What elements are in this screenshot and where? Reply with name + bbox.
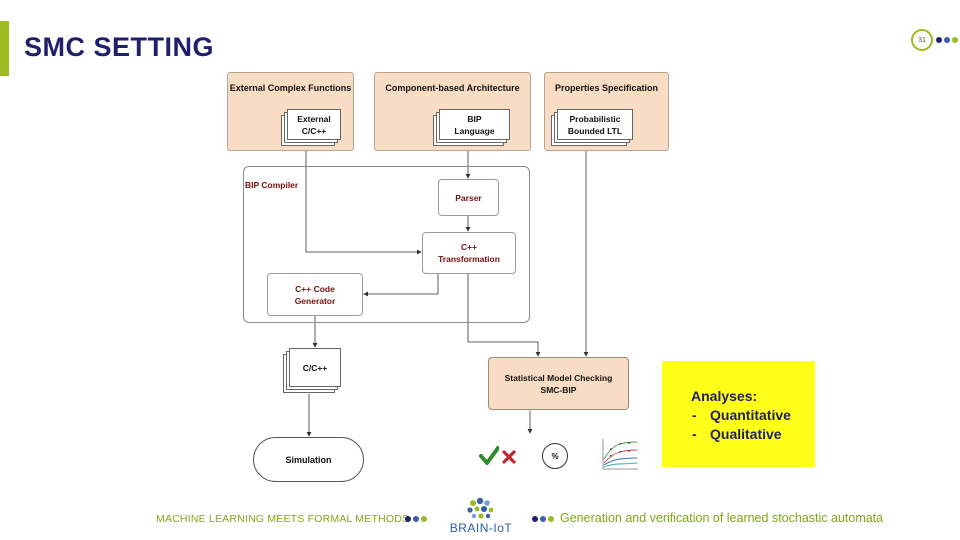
output-doc-label: C/C++	[302, 363, 328, 373]
external-doc-line1: External	[297, 114, 331, 124]
bip-compiler-container	[243, 166, 530, 323]
bip-doc-line2: Language	[454, 126, 495, 136]
properties-specification-box: Properties Specification Probabilistic B…	[544, 72, 669, 151]
simulation-terminal: Simulation	[253, 437, 364, 482]
cpp-transformation-box: C++ Transformation	[422, 232, 516, 274]
parser-label: Parser	[455, 192, 482, 203]
mini-plot-icon	[602, 439, 638, 470]
smc-bip-box: Statistical Model Checking SMC-BIP	[488, 357, 629, 410]
decor-dot	[936, 37, 942, 43]
analyses-box: Analyses: -Quantitative -Qualitative	[662, 361, 815, 467]
output-cpp-doc: C/C++	[289, 348, 341, 387]
smc-line2: SMC-BIP	[540, 384, 577, 395]
ltl-doc-line1: Probabilistic	[569, 114, 621, 124]
transformation-line1: C++	[460, 242, 478, 252]
analyses-title: Analyses:	[691, 388, 758, 404]
simulation-label: Simulation	[285, 454, 332, 465]
analyses-item-quantitative: -Quantitative	[692, 407, 791, 423]
component-architecture-header: Component-based Architecture	[385, 83, 520, 93]
brain-iot-logo-graphic	[467, 497, 494, 519]
bip-compiler-label: BIP Compiler	[245, 180, 299, 190]
external-doc-line2: C/C++	[301, 126, 327, 136]
decor-dot	[421, 516, 427, 522]
bip-doc-line1: BIP	[467, 114, 482, 124]
decor-dot	[413, 516, 419, 522]
percentage-icon: %	[542, 443, 568, 469]
external-functions-box: External Complex Functions External C/C+…	[227, 72, 354, 151]
list-dash: -	[692, 426, 697, 442]
brain-iot-logo-text: BRAIN-IoT	[449, 521, 513, 535]
analyses-item-qualitative: -Qualitative	[692, 426, 782, 442]
page-number-badge: 31	[911, 29, 933, 51]
check-icon	[479, 446, 499, 465]
decor-dot	[405, 516, 411, 522]
footer-left-text: MACHINE LEARNING MEETS FORMAL METHODS	[156, 513, 410, 525]
codegen-line2: Generator	[294, 295, 336, 306]
decor-dot	[532, 516, 538, 522]
cpp-code-generator-box: C++ Code Generator	[267, 273, 363, 316]
brain-iot-logo: BRAIN-IoT	[440, 497, 522, 537]
percentage-label: %	[551, 451, 559, 461]
smc-line1: Statistical Model Checking	[504, 372, 613, 383]
decor-dot	[548, 516, 554, 522]
probabilistic-ltl-doc: Probabilistic Bounded LTL	[557, 109, 633, 140]
footer-right-text: Generation and verification of learned s…	[560, 511, 884, 525]
decor-dot	[952, 37, 958, 43]
external-cpp-doc: External C/C++	[287, 109, 341, 140]
list-dash: -	[692, 407, 697, 423]
cross-icon	[502, 450, 516, 464]
decor-dot	[540, 516, 546, 522]
transformation-line2: Transformation	[438, 254, 500, 264]
external-functions-header: External Complex Functions	[229, 83, 352, 93]
codegen-line1: C++ Code	[295, 283, 335, 294]
ltl-doc-line2: Bounded LTL	[567, 126, 623, 136]
bip-language-doc: BIP Language	[439, 109, 510, 140]
parser-box: Parser	[438, 179, 499, 216]
slide-title: SMC SETTING	[24, 32, 215, 62]
component-architecture-box: Component-based Architecture BIP Languag…	[374, 72, 531, 151]
decor-dot	[944, 37, 950, 43]
properties-specification-header: Properties Specification	[554, 83, 659, 93]
analyses-item-label: Quantitative	[710, 407, 791, 423]
title-accent-bar	[0, 21, 9, 76]
analyses-item-label: Qualitative	[710, 426, 782, 442]
